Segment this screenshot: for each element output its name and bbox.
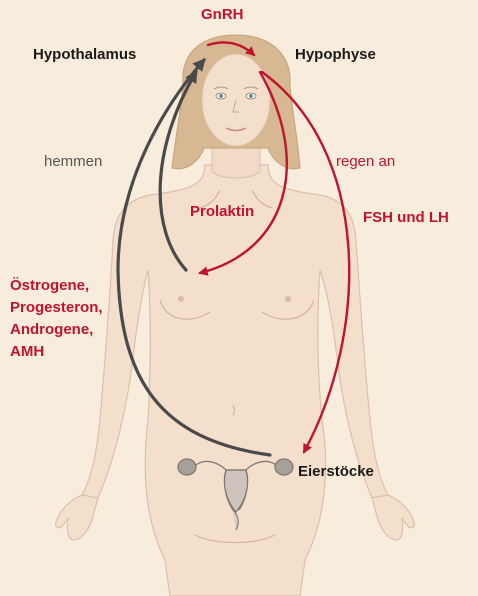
body-silhouette (56, 165, 415, 596)
label-regen-an: regen an (336, 152, 395, 172)
label-eierstoecke: Eierstöcke (298, 462, 374, 482)
right-ovary (275, 459, 293, 475)
label-ovarian-hormones: Östrogene, Progesteron, Androgene, AMH (10, 275, 103, 363)
label-prolaktin: Prolaktin (190, 202, 254, 222)
label-fsh-lh: FSH und LH (363, 208, 449, 228)
label-hypophyse: Hypophyse (295, 45, 376, 65)
label-hemmen: hemmen (44, 152, 102, 172)
left-ovary (178, 459, 196, 475)
label-hypothalamus: Hypothalamus (33, 45, 136, 65)
label-gnrh: GnRH (201, 5, 244, 25)
